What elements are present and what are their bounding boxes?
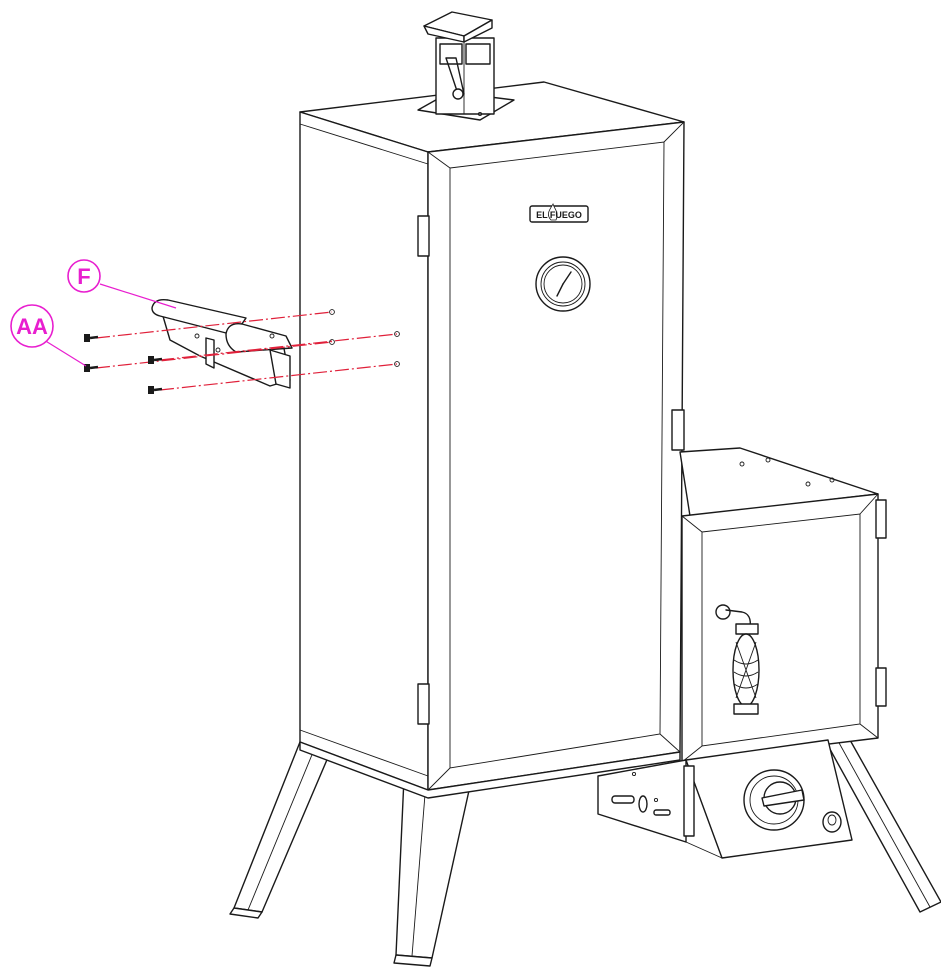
brand-logo: EL FUEGO [529,202,589,223]
callout-label-aa: AA [16,314,48,339]
callout-f: F [67,259,177,309]
firebox [679,447,887,763]
screw [84,364,99,372]
screw [148,356,163,364]
thermometer-gauge-icon [535,256,591,312]
screw [148,386,163,394]
ignition-button-icon [822,811,842,833]
callout-label-f: F [77,264,90,289]
smoker-legs [229,739,941,967]
screw [84,334,99,342]
control-knob-icon [743,769,805,831]
chimney-vent [417,11,515,121]
smoker-cabinet [299,81,685,799]
callout-aa: AA [10,304,87,367]
assembly-lines [95,309,400,391]
screws [84,334,163,394]
door-hinges [417,215,685,725]
logo-text: EL FUEGO [536,210,582,220]
side-handle-bracket [151,298,293,389]
door-handle-icon [715,604,760,715]
